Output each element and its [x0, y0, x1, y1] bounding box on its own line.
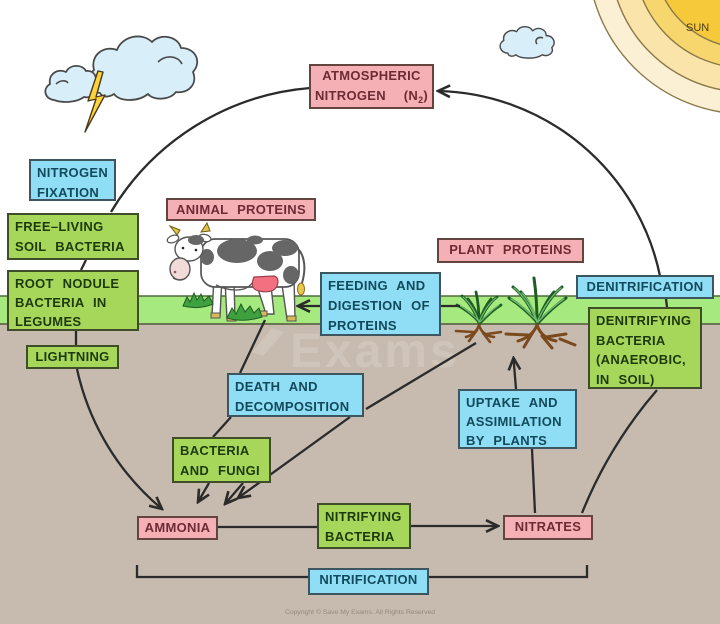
svg-text:Copyright © Save My Exams. All: Copyright © Save My Exams. All Rights Re… [285, 608, 435, 616]
svg-text:SUN: SUN [686, 22, 709, 34]
